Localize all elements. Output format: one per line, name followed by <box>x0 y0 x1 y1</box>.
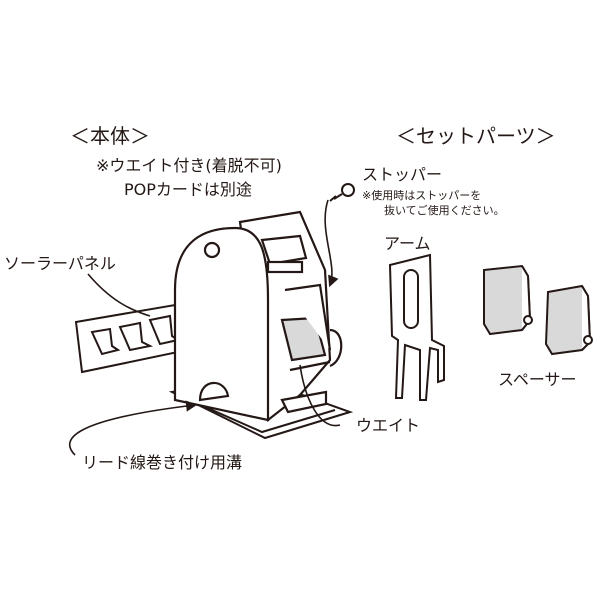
solar-panel-label: ソーラーパネル <box>4 254 116 273</box>
solar-panel-leader <box>87 273 151 317</box>
main-body-illustration <box>173 210 343 423</box>
weight-label: ウエイト <box>356 416 421 435</box>
arm-part <box>388 253 445 401</box>
solar-panel-illustration <box>74 303 181 374</box>
stopper-part <box>329 183 355 202</box>
stopper-note-line1: ※使用時はストッパーを <box>362 189 482 202</box>
main-unit-note-pop: POPカードは別途 <box>124 180 252 199</box>
spacer-parts <box>483 264 593 356</box>
weight-leader <box>299 364 341 427</box>
lead-groove-label: リード線巻き付け用溝 <box>82 453 243 472</box>
leader-lines <box>68 199 341 456</box>
lead-groove-arrow <box>68 400 198 456</box>
stopper-note-line2: 抜いてご使用ください。 <box>384 204 505 217</box>
set-parts-heading: ＜セットパーツ＞ <box>396 124 556 148</box>
main-unit-note-weight: ※ウエイト付き(着脱不可) <box>96 156 282 175</box>
main-unit-heading: ＜本体＞ <box>70 124 150 148</box>
arm-label: アーム <box>384 234 431 253</box>
spacer-label: スペーサー <box>498 370 577 389</box>
stopper-arrow <box>324 199 339 288</box>
stopper-label: ストッパー <box>362 165 443 184</box>
